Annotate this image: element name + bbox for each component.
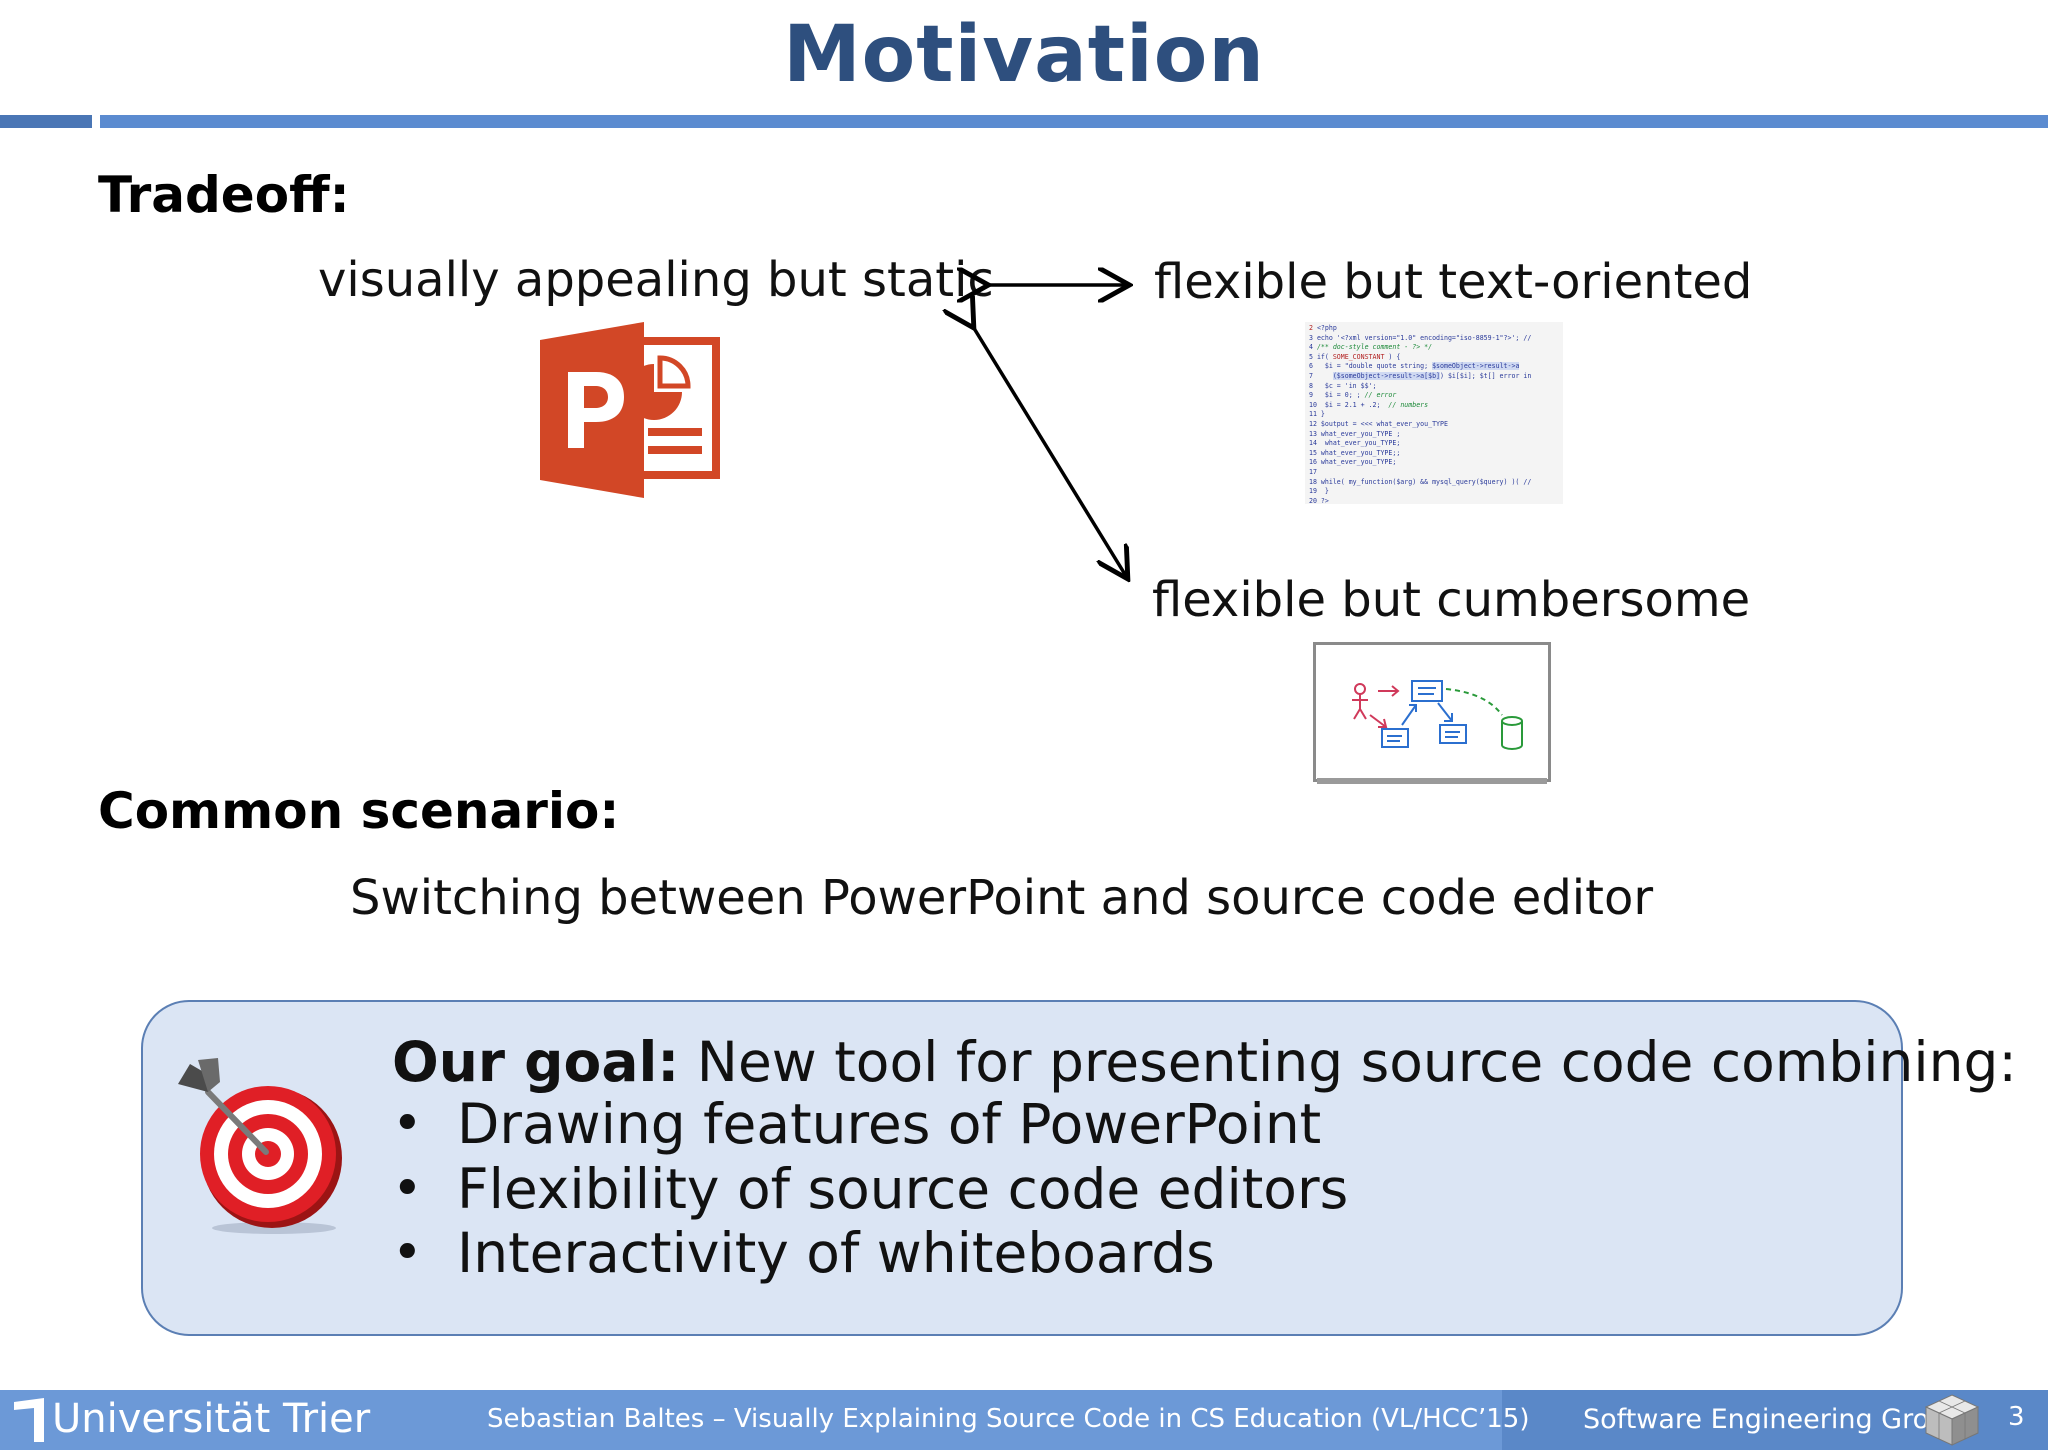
tradeoff-arrows [0,0,2048,700]
page-number: 3 [2008,1402,2025,1432]
text-oriented-label: flexible but text-oriented [1154,254,1753,310]
whiteboard-icon [1313,642,1551,782]
footer-group-name: Software Engineering Group [1583,1404,1964,1435]
bullet-marker: • [392,1223,423,1283]
static-label: visually appealing but static [318,252,994,308]
university-name: Universität Trier [52,1396,371,1442]
tradeoff-heading: Tradeoff: [98,166,350,224]
cumbersome-label: flexible but cumbersome [1152,572,1751,628]
goal-statement: Our goal: New tool for presenting source… [392,1030,2017,1094]
common-scenario-heading: Common scenario: [98,782,620,840]
powerpoint-logo-icon [540,322,720,498]
slide-title: Motivation [783,10,1265,100]
whiteboard-sketch [1352,680,1523,750]
whiteboard-ledge [1317,778,1547,784]
bullet-marker: • [392,1094,423,1154]
goal-text: New tool for presenting source code comb… [696,1030,2017,1094]
common-scenario-text: Switching between PowerPoint and source … [350,870,1654,926]
diagonal-double-arrow [972,325,1126,576]
goal-bullet-item: Flexibility of source code editors [457,1157,1349,1221]
university-logo-icon [14,1398,44,1442]
cube-logo-icon [1924,1394,1980,1446]
footer-presentation-info: Sebastian Baltes – Visually Explaining S… [487,1404,1530,1434]
bullet-marker: • [392,1159,423,1219]
goal-prefix: Our goal: [392,1030,680,1094]
code-editor-thumbnail: 2 <?php 3 echo '<?xml version="1.0" enco… [1305,322,1563,504]
goal-bullet-item: Drawing features of PowerPoint [457,1092,1322,1156]
title-rule-left [0,115,92,128]
dart-target-icon [178,1058,342,1234]
goal-box [141,1000,1903,1336]
goal-bullet-item: Interactivity of whiteboards [457,1221,1215,1285]
title-rule [100,115,2048,128]
